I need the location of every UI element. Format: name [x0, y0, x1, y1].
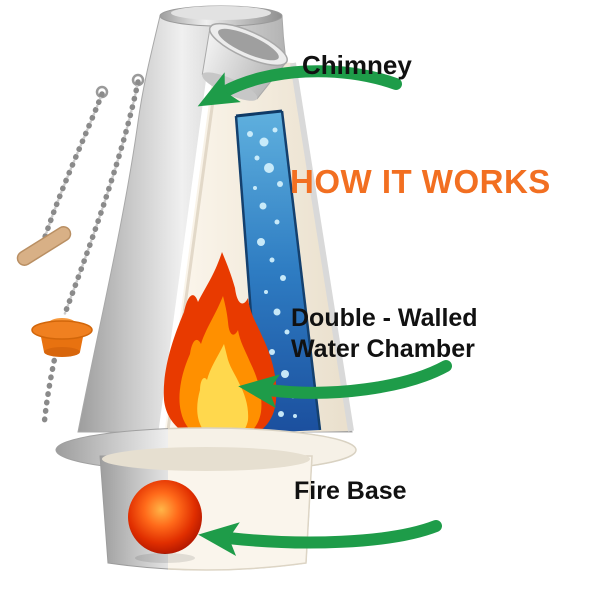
orange-stopper [31, 318, 93, 357]
chimney-arrow-icon [197, 65, 402, 107]
label-chimney: Chimney [302, 50, 412, 80]
kettle-cap [159, 5, 283, 27]
wooden-toggle [16, 226, 72, 266]
fire-base-arrow-icon [198, 520, 442, 556]
hanging-chain [41, 73, 145, 429]
label-double-walled: Double - Walled Water Chamber [291, 303, 478, 365]
water-chamber-arrow-icon [238, 360, 452, 409]
water-bubbles [247, 127, 297, 418]
callout-arrows [197, 65, 452, 556]
ember [128, 480, 202, 554]
flame-inner [197, 344, 249, 440]
label-double-walled-line1: Double - Walled [291, 304, 478, 332]
label-double-walled-line2: Water Chamber [291, 335, 475, 363]
page-title: HOW IT WORKS [290, 163, 551, 200]
fire-base [99, 447, 313, 571]
label-fire-base: Fire Base [294, 477, 407, 505]
